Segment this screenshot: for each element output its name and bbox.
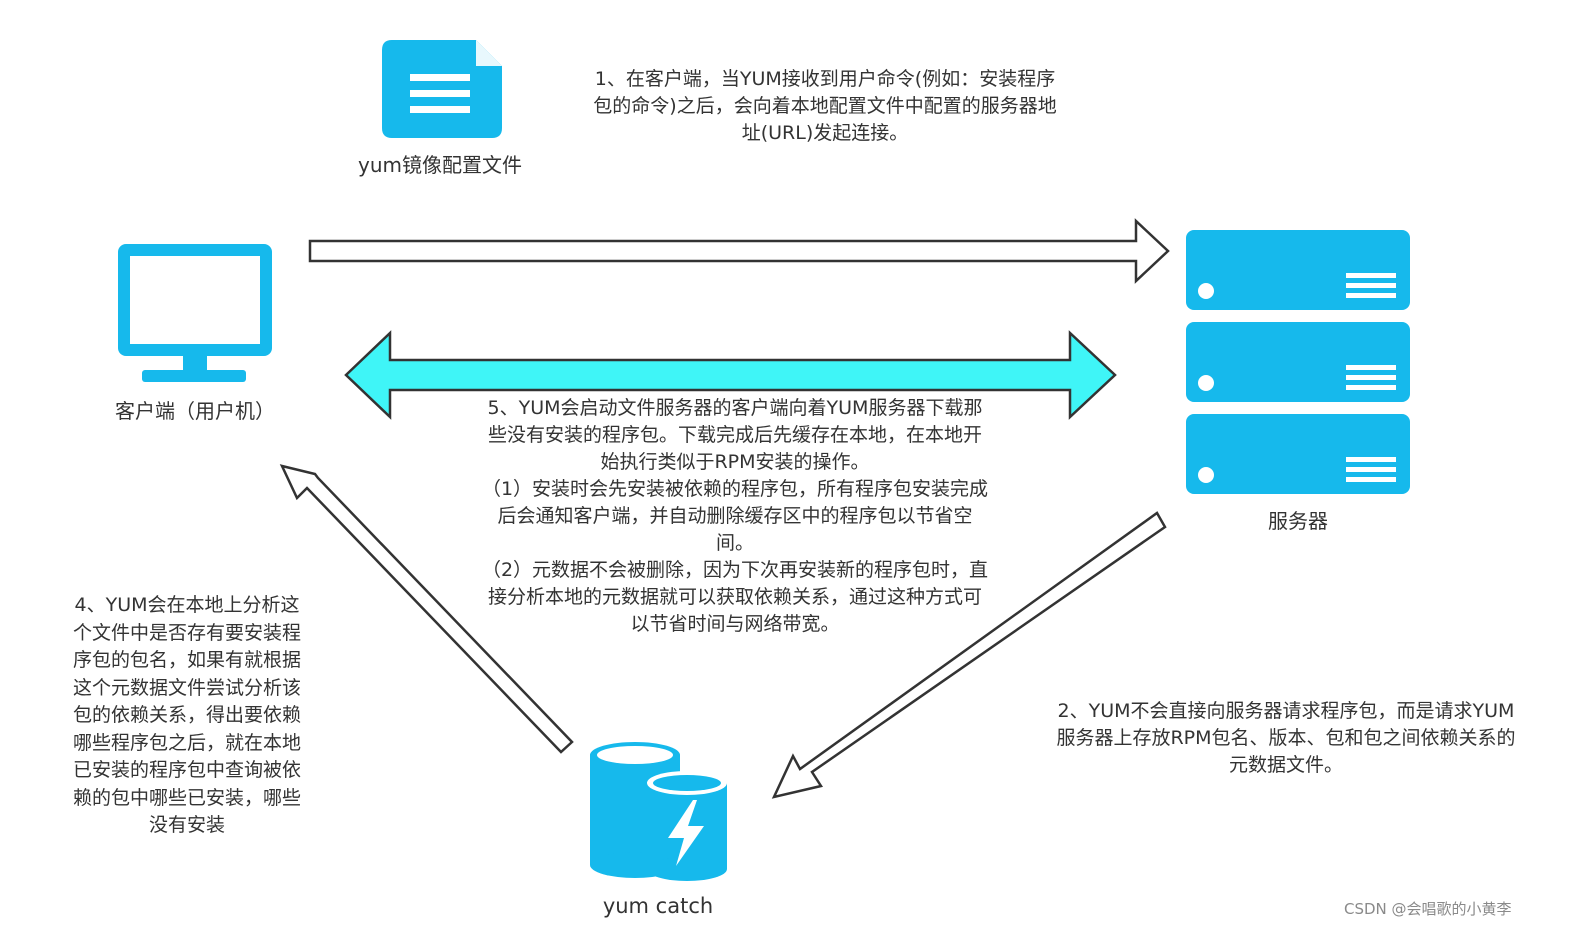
- step1-text: 1、在客户端，当YUM接收到用户命令(例如：安装程序 包的命令)之后，会向着本地…: [540, 66, 1110, 147]
- config-file-label: yum镜像配置文件: [358, 153, 522, 177]
- server-label: 服务器: [1268, 509, 1328, 533]
- step5-line: 5、YUM会启动文件服务器的客户端向着YUM服务器下载那: [487, 397, 983, 419]
- step4-line: 赖的包中哪些已安装，哪些: [72, 786, 301, 809]
- step5-line: 后会通知客户端，并自动删除缓存区中的程序包以节省空: [497, 505, 973, 527]
- database-lightning-icon: [590, 742, 727, 881]
- arrow-double-download: [344, 330, 1117, 420]
- arrow-server-to-cache: [771, 511, 1167, 799]
- step5-line: 以节省时间与网络带宽。: [630, 613, 840, 635]
- step4-line: 这个元数据文件尝试分析该: [72, 676, 301, 699]
- monitor-icon: [118, 244, 272, 382]
- step5-line: 间。: [715, 532, 754, 554]
- step2-text: 2、YUM不会直接向服务器请求程序包，而是请求YUM 服务器上存放RPM包名、版…: [1008, 698, 1564, 779]
- watermark: CSDN @会唱歌的小黄李: [1344, 900, 1512, 918]
- step2-line: 服务器上存放RPM包名、版本、包和包之间依赖关系的: [1056, 727, 1516, 749]
- server-stack-icon: [1186, 230, 1410, 494]
- step4-line: 个文件中是否存有要安装程: [72, 621, 301, 644]
- step4-line: 序包的包名，如果有就根据: [72, 649, 301, 671]
- step4-line: 4、YUM会在本地上分析这: [74, 594, 300, 616]
- step2-line: 2、YUM不会直接向服务器请求程序包，而是请求YUM: [1057, 700, 1515, 722]
- step5-line: （1）安装时会先安装被依赖的程序包，所有程序包安装完成: [481, 478, 989, 500]
- step5-line: （2）元数据不会被删除，因为下次再安装新的程序包时，直: [481, 559, 989, 581]
- step2-line: 元数据文件。: [1228, 754, 1343, 776]
- step1-line: 址(URL)发起连接。: [741, 122, 909, 144]
- step1-line: 包的命令)之后，会向着本地配置文件中配置的服务器地: [593, 95, 1057, 117]
- step5-line: 始执行类似于RPM安装的操作。: [600, 451, 870, 473]
- step4-line: 已安装的程序包中查询被依: [72, 759, 301, 781]
- arrow-client-to-server: [308, 218, 1170, 284]
- step5-line: 些没有安装的程序包。下载完成后先缓存在本地，在本地开: [487, 424, 982, 446]
- step5-line: 接分析本地的元数据就可以获取依赖关系，通过这种方式可: [487, 586, 982, 608]
- document-icon: [382, 40, 502, 138]
- arrow-cache-to-client: [279, 464, 574, 754]
- step4-line: 没有安装: [148, 814, 225, 836]
- step4-text: 4、YUM会在本地上分析这 个文件中是否存有要安装程 序包的包名，如果有就根据 …: [44, 592, 330, 840]
- cache-label: yum catch: [602, 894, 714, 918]
- client-label: 客户端（用户机）: [115, 399, 275, 423]
- step4-line: 包的依赖关系，得出要依赖: [72, 704, 301, 726]
- step4-line: 哪些程序包之后，就在本地: [72, 731, 301, 754]
- step1-line: 1、在客户端，当YUM接收到用户命令(例如：安装程序: [594, 68, 1056, 90]
- step5-text: 5、YUM会启动文件服务器的客户端向着YUM服务器下载那 些没有安装的程序包。下…: [425, 395, 1045, 638]
